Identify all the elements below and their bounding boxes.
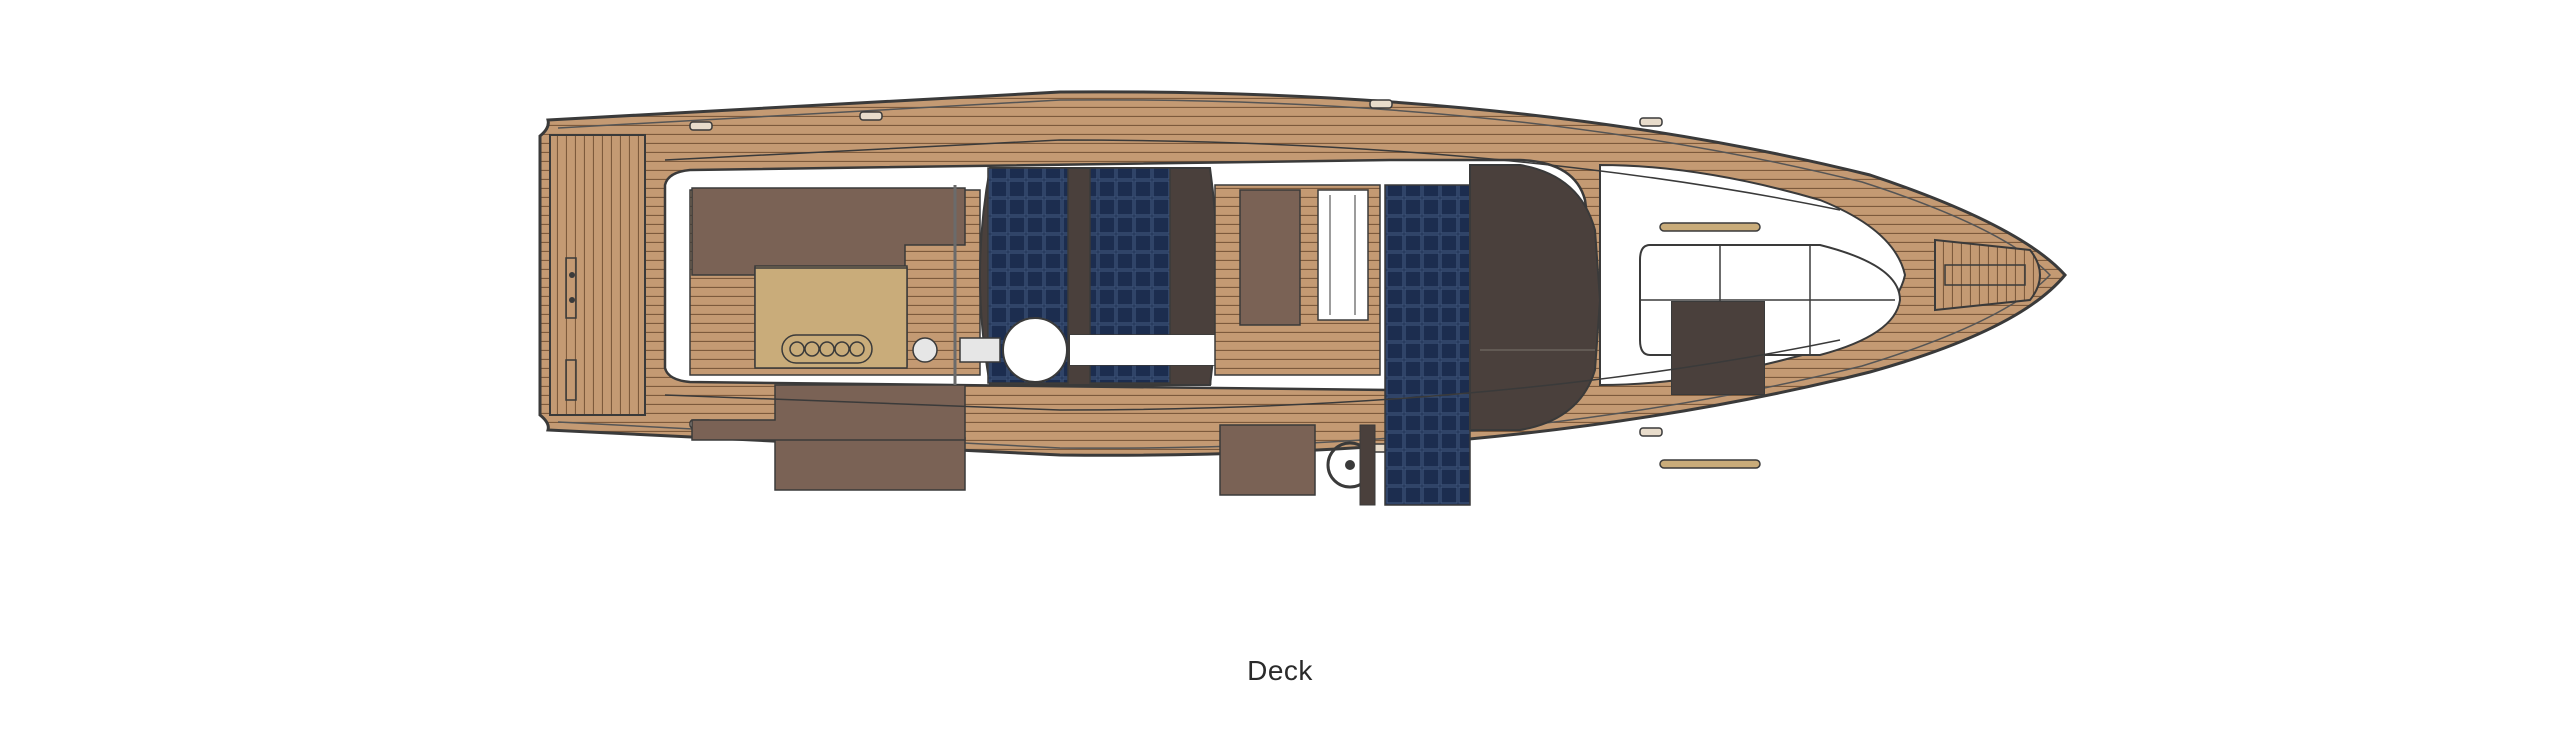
swim-platform	[549, 134, 646, 416]
solar-panel-forward	[1384, 184, 1471, 506]
grab-rail-port	[1659, 222, 1761, 232]
aft-sofa-starboard	[774, 437, 966, 491]
steering-wheel-icon	[1326, 424, 1376, 506]
cup-holders	[781, 334, 873, 364]
aft-sofa-lower	[691, 384, 966, 441]
bow-anchor-locker	[1934, 238, 2041, 312]
aft-sofa	[691, 187, 966, 276]
grab-rail-starboard	[1659, 459, 1761, 469]
galley-unit	[1239, 189, 1301, 326]
windscreen	[1469, 164, 1602, 431]
deck-caption: Deck	[1247, 655, 1313, 686]
helm-seat	[1219, 424, 1316, 496]
radar-dome-icon	[912, 317, 1068, 383]
deck-hatch-icon	[1671, 301, 1765, 395]
